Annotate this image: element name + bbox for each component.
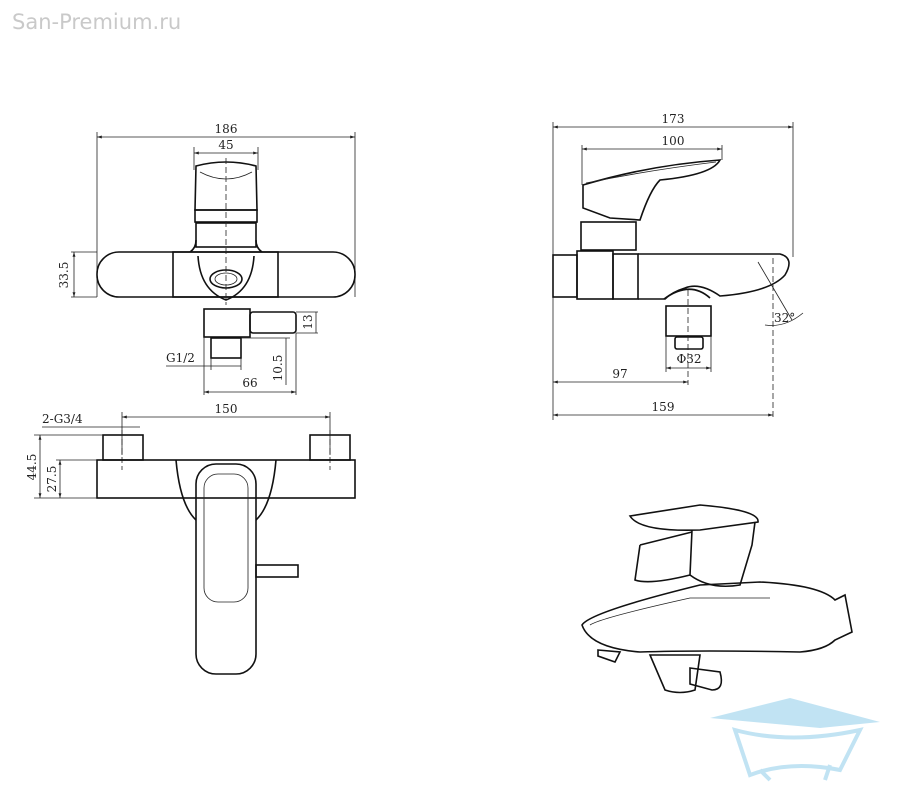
dim-total-height: 44.5 [25, 454, 39, 481]
dim-outlet-offset: 66 [242, 376, 257, 390]
dim-outlet-thread: G1/2 [166, 351, 195, 365]
dim-inlet-thread: 2-G3/4 [42, 412, 83, 426]
dim-diverter: 13 [301, 314, 315, 329]
dim-handle-length: 100 [662, 134, 685, 148]
spout [195, 463, 257, 675]
dim-inlet-spacing: 150 [215, 402, 238, 416]
top-view: 150 2-G3/4 44.5 27.5 [25, 402, 356, 675]
logo-icon [710, 698, 880, 782]
dim-outlet-height: 10.5 [271, 355, 285, 382]
dim-handle-width: 45 [218, 138, 233, 152]
diverter-rod [249, 311, 297, 334]
dim-spout-reach: 159 [652, 400, 675, 414]
isometric-view [581, 504, 853, 694]
dim-overall-width: 186 [215, 122, 238, 136]
dim-spout-angle: 32° [774, 311, 795, 325]
dim-outlet-offset-side: 97 [612, 367, 627, 381]
handle-lever [194, 161, 258, 211]
watermark-text: San-Premium.ru [12, 10, 182, 34]
dim-body-height: 33.5 [57, 262, 71, 289]
dim-outlet-diameter: Φ32 [676, 352, 701, 366]
side-view: 173 100 32° Φ32 97 159 [552, 112, 804, 420]
side-handle [582, 159, 722, 221]
dim-body-height-top: 27.5 [45, 466, 59, 493]
dim-overall-depth: 173 [662, 112, 685, 126]
front-view: 186 45 33.5 13 10.5 G1/2 66 [57, 122, 356, 395]
